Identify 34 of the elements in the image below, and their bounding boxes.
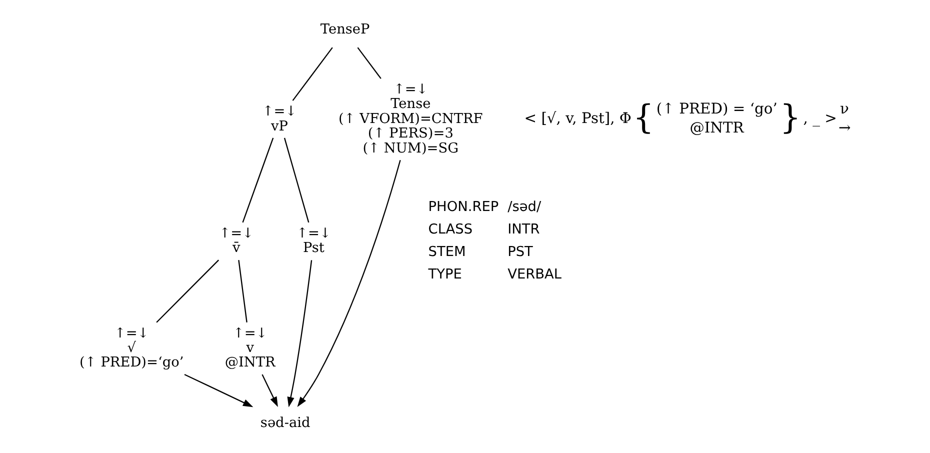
label: → [838, 120, 850, 137]
label: @INTR [689, 120, 744, 137]
connector [242, 138, 274, 223]
label: < [√, v, Pst], Φ [524, 110, 631, 128]
node-text: ↑=↓ Tense (↑ VFORM)=CNTRF (↑ PERS)=3 (↑ NUM)=SG [338, 82, 482, 156]
label: (↑ PRED) = ‘go’ [656, 100, 777, 118]
node-text: ↑=↓ vP [262, 104, 296, 134]
label: VERBAL [507, 266, 562, 283]
node-text: ↑=↓ v @INTR [224, 325, 275, 371]
arrow [286, 260, 312, 408]
arrow [184, 374, 253, 408]
connector [356, 47, 381, 79]
label: INTR [507, 222, 540, 238]
arrow [261, 374, 278, 408]
node-text: ↑=↓ √ (↑ PRED)=‘go’ [79, 325, 184, 371]
arrow [296, 160, 400, 408]
label: } [779, 97, 800, 136]
node-text: ↑=↓ v̄ [218, 225, 254, 256]
label: ν [840, 100, 848, 118]
node-text: TenseP [320, 21, 370, 38]
label: PST [507, 244, 532, 260]
connector [238, 260, 247, 322]
label: CLASS [428, 222, 472, 238]
label: PHON.REP [428, 199, 498, 216]
label: , _ > [802, 110, 836, 128]
label: TYPE [428, 266, 462, 283]
node-text: ↑=↓ Pst [296, 225, 330, 256]
connector [156, 260, 219, 323]
label: { [632, 97, 654, 136]
node-text: səd-aid [260, 414, 310, 431]
connector [292, 47, 332, 101]
label: /səd/ [507, 199, 541, 216]
label: STEM [428, 244, 466, 260]
connector [283, 138, 309, 223]
